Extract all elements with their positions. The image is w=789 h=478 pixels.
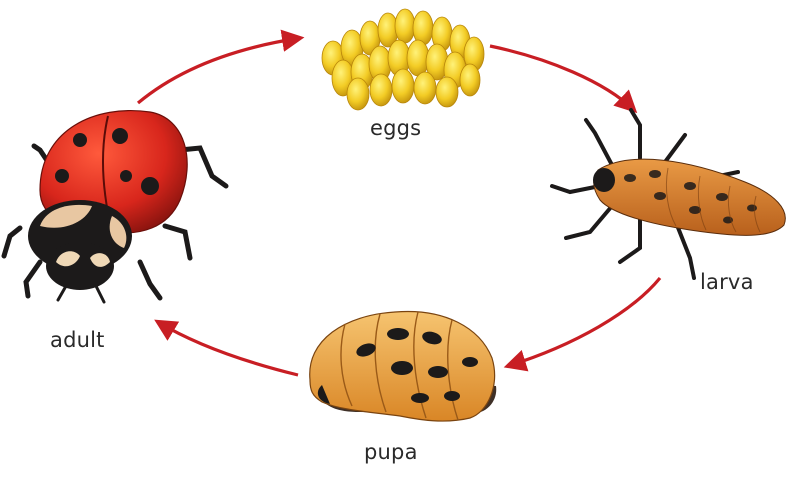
eggs-label: eggs: [370, 116, 421, 140]
larva-label: larva: [700, 270, 754, 294]
adult-label: adult: [50, 328, 105, 352]
arrow-pupa-to-adult: [158, 322, 298, 375]
arrow-adult-to-eggs: [138, 38, 300, 103]
arrow-eggs-to-larva: [490, 46, 634, 110]
pupa-label: pupa: [364, 440, 418, 464]
arrow-larva-to-pupa: [508, 278, 660, 366]
ladybug-icon: [4, 111, 226, 302]
larva-icon: [552, 110, 785, 278]
pupa-icon: [310, 311, 497, 421]
eggs-cluster-icon: [322, 9, 484, 110]
